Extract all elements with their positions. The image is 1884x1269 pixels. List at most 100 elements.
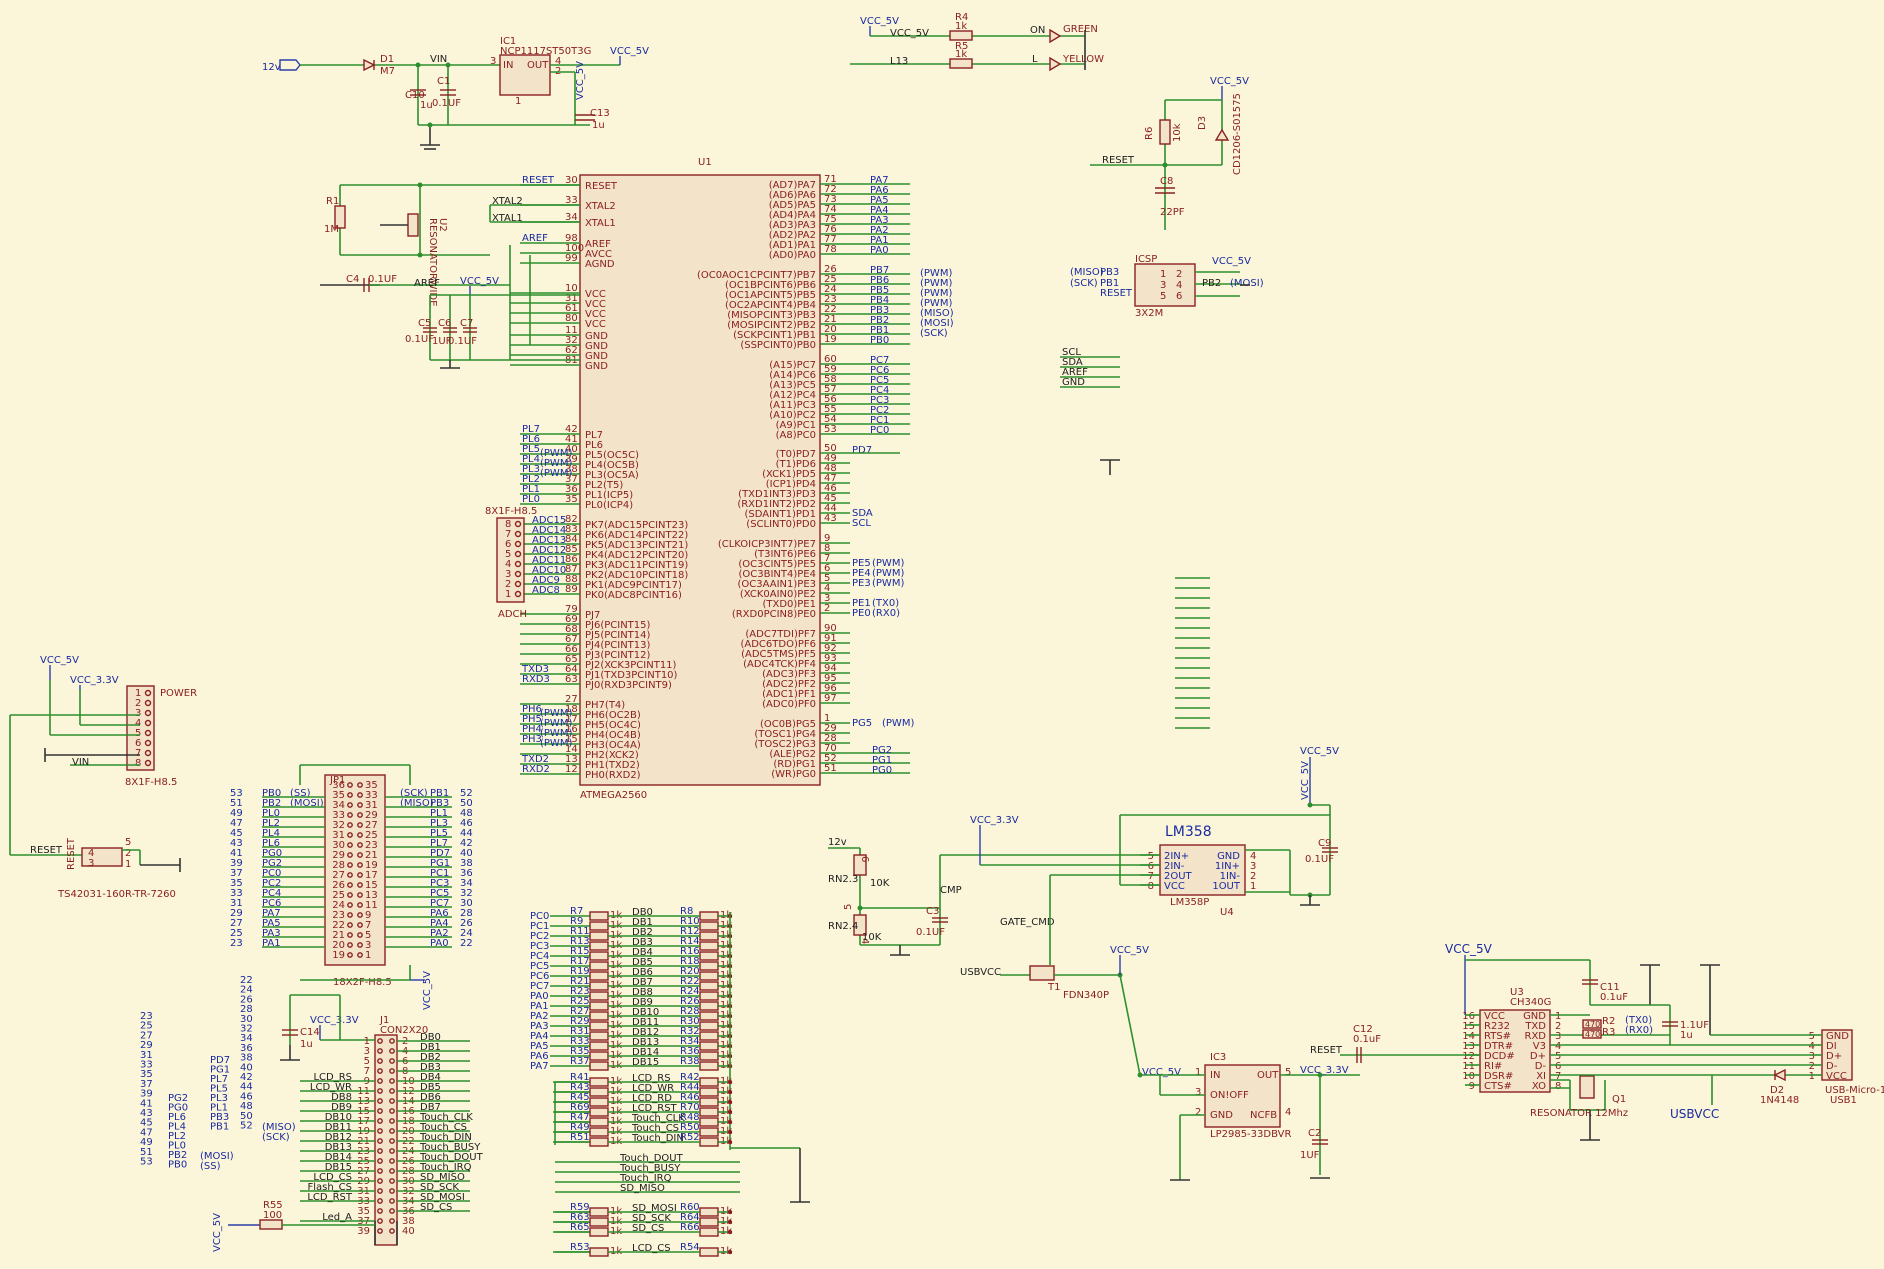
net-label: DB0 [420,1032,441,1043]
svg-text:D1: D1 [380,54,394,65]
net-label: PA6 [870,185,889,196]
ldo-ic3: IC3 LP2985-33DBVR IN OUT ON!OFF GND NCFB… [1137,1052,1360,1181]
pin-name: (A9)PC1 [776,420,816,431]
net-label: PB2 [870,315,889,326]
resistor-label: R53 [570,1242,590,1253]
net-label: LCD_RS [313,1072,352,1083]
pin-name: PJ5(PCINT14) [585,630,651,641]
svg-text:TS42031-160R-TR-7260: TS42031-160R-TR-7260 [57,889,176,900]
pin-number: 12 [565,764,578,775]
pin-annotation: (MOSI) [200,1151,234,1162]
net-label: PA0 [870,245,889,256]
net-label: DB3 [420,1062,441,1073]
pin-number: 6 [505,539,511,550]
net-label: DB11 [325,1122,352,1133]
svg-text:1u: 1u [420,100,433,111]
svg-text:POWER: POWER [160,688,197,699]
pin-number: 95 [824,673,837,684]
resistor-label: R49 [570,1122,590,1133]
svg-text:T1: T1 [1047,982,1060,993]
pin-number: 33 [140,1060,153,1071]
pin-name: (AD0)PA0 [769,250,816,261]
net-label: PC7 [870,355,889,366]
pin-name: (ADC2)PF2 [762,679,816,690]
pin-number: 1 [505,589,511,600]
svg-text:XTAL1: XTAL1 [492,213,523,224]
pin-number: 6 [135,738,141,749]
pin-number: 97 [824,693,837,704]
pin-name: (SSPCINT0)PB0 [740,340,816,351]
pin-number: 21 [332,930,345,941]
pin-number: 29 [332,850,345,861]
svg-text:VCC_5V: VCC_5V [575,61,586,100]
pin-name: V3 [1533,1041,1546,1052]
reset-button[interactable] [81,847,123,867]
pin-name: GND [585,361,608,372]
net-label: DB8 [632,987,653,998]
svg-text:C4: C4 [346,274,359,285]
pin-number: 98 [565,233,578,244]
pin-annotation: (MISO) [262,1122,296,1133]
pin-number: 11 [365,900,378,911]
net-label: Touch_CS [419,1122,467,1133]
svg-text:VCC_5V: VCC_5V [1142,1067,1181,1078]
svg-text:CMP: CMP [940,885,962,896]
svg-text:PB3: PB3 [1100,267,1119,278]
pin-number: 5 [824,573,830,584]
resistor-label: R52 [680,1132,700,1143]
svg-text:NCP1117ST50T3G: NCP1117ST50T3G [500,46,591,57]
svg-text:VCC_5V: VCC_5V [40,655,79,666]
pin-number: 5 [1148,851,1154,862]
pin-number: 5 [1555,1051,1561,1062]
svg-text:SDA: SDA [1062,357,1083,368]
pin-name: (T1)PD6 [776,459,816,470]
pin-number: 18 [565,704,578,715]
pin-number: 37 [230,868,243,879]
svg-text:2: 2 [1195,1107,1201,1118]
pin-number: 38 [402,1216,415,1227]
net-label: PG1 [210,1065,230,1076]
svg-text:C1: C1 [437,76,450,87]
pin-number: 13 [565,754,578,765]
pin-number: 73 [824,194,837,205]
pin-number: 36 [332,780,345,791]
svg-text:10k: 10k [1172,123,1183,142]
net-label: PA4 [530,1031,549,1042]
pin-name: PL4(OC5B) [585,460,639,471]
pin-name: R232 [1484,1021,1510,1032]
pin-name: (ICP1)PD4 [766,479,816,490]
svg-text:5: 5 [1285,1067,1291,1078]
resistor-r4 [949,30,973,41]
net-label: PC0 [262,868,281,879]
svg-text:VCC_5V: VCC_5V [1110,945,1149,956]
net-label: PA6 [430,908,449,919]
svg-text:GND: GND [1210,1110,1233,1121]
net-label: SD_MISO [420,1172,465,1183]
svg-text:AREF: AREF [414,278,440,289]
pin-name: PJ1(TXD3PCINT10) [585,670,678,681]
pin-name: D+ [1826,1051,1842,1062]
pin-number: 35 [230,878,243,889]
pin-number: 52 [240,1121,253,1132]
svg-text:0.1uF: 0.1uF [1353,1034,1381,1045]
pin-name: PJ6(PCINT15) [585,620,651,631]
svg-text:VCC_5V: VCC_5V [1300,761,1311,800]
pin-number: 10 [1462,1071,1475,1082]
net-label: SD_MISO [620,1183,665,1194]
resistor-label: R47 [570,1112,590,1123]
pin-name: (OC3CINT5)PE5 [738,559,816,570]
resistor-label: R23 [570,986,590,997]
resistor-label: R45 [570,1092,590,1103]
svg-text:18X2F-H8.5: 18X2F-H8.5 [333,977,392,988]
net-label: Touch_CLK [631,1113,685,1124]
pin-name: 2OUT [1164,871,1193,882]
svg-text:1M: 1M [324,224,339,235]
pin-number: 40 [565,444,578,455]
svg-text:1k: 1k [955,49,967,60]
pin-number: 6 [824,563,830,574]
net-label: PE1 [852,598,871,609]
net-label: PG0 [262,848,282,859]
